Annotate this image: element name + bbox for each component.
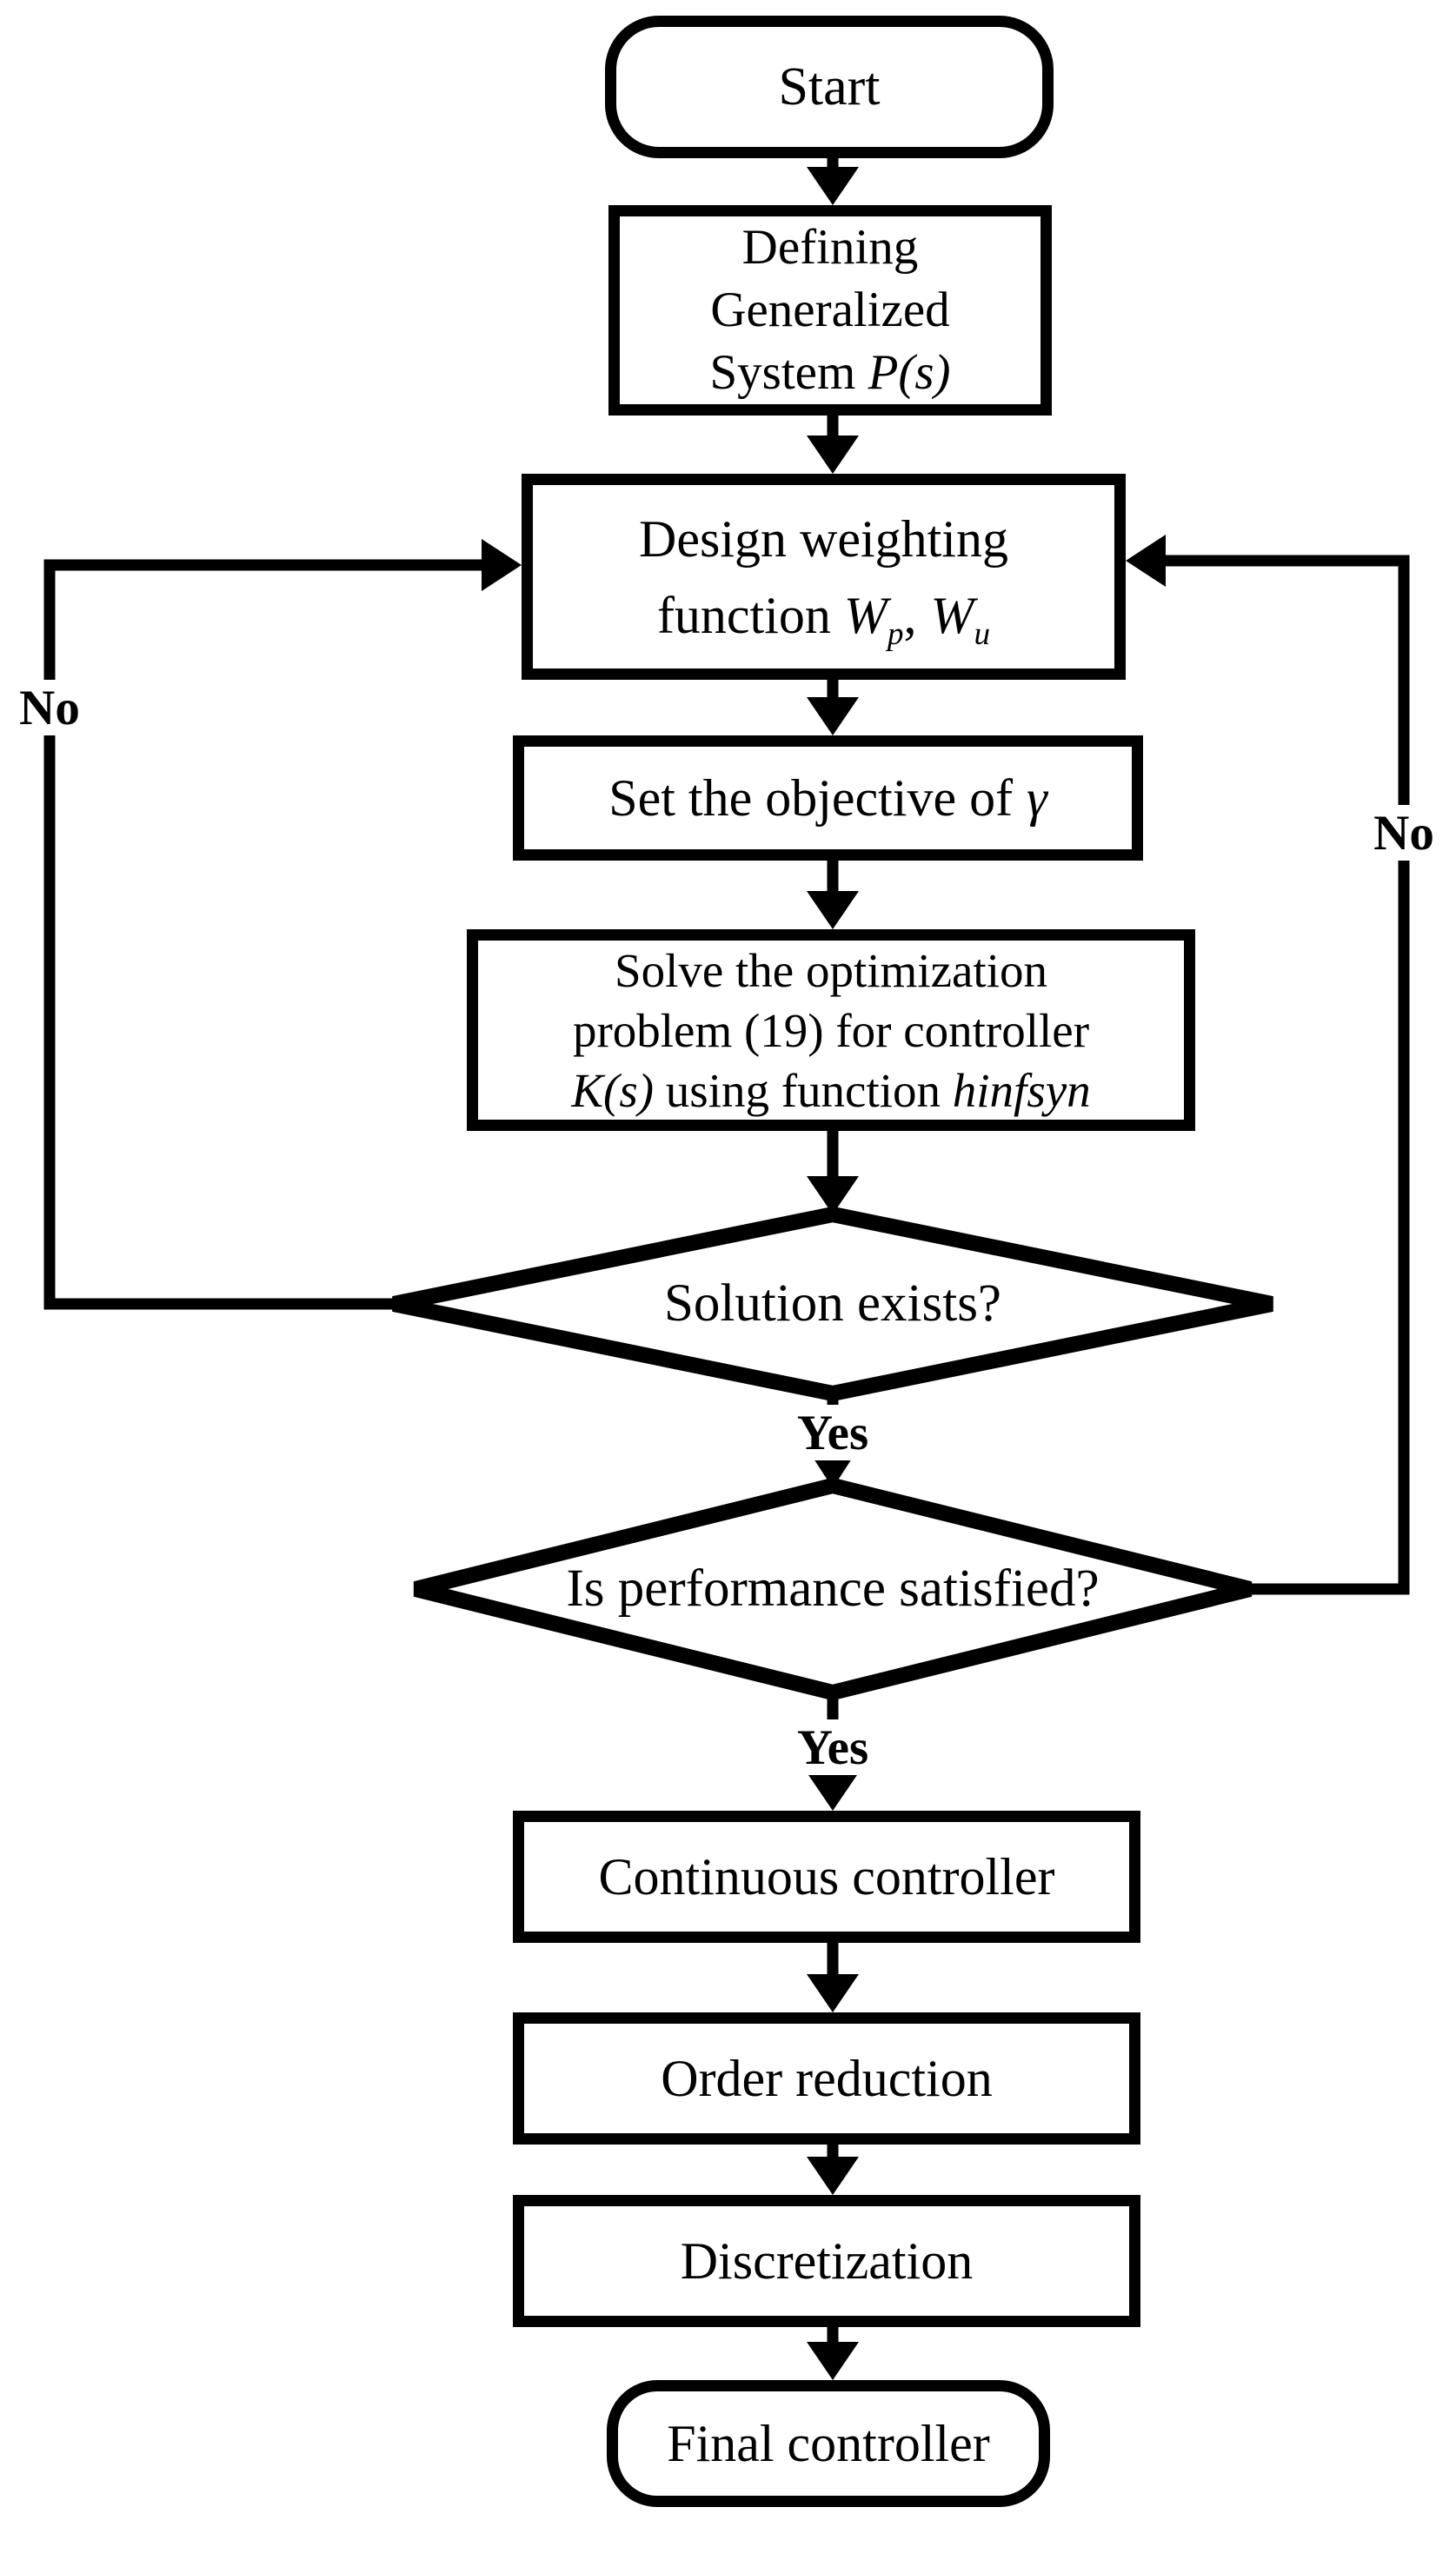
- yes-label-decision2-text: Yes: [796, 1719, 869, 1775]
- arrowhead-into-decision1: [807, 1176, 859, 1214]
- no-label-right-text: No: [1373, 805, 1434, 861]
- no-label-left-text: No: [19, 680, 80, 735]
- design-w1: W: [843, 586, 888, 644]
- order-reduction-node: Order reduction: [513, 2012, 1140, 2145]
- solve-optimization-node: Solve the optimization problem (19) for …: [467, 929, 1195, 1131]
- solve-line3: K(s) using function hinfsyn: [571, 1061, 1090, 1121]
- no-loop-right-lower-line: [1250, 861, 1410, 1595]
- arrowhead-into-decision2: [814, 1459, 852, 1488]
- arrowhead-into-solve: [807, 891, 859, 929]
- defining-system-node: Defining Generalized System P(s): [608, 205, 1052, 416]
- define-line2: Generalized: [710, 283, 950, 337]
- design-weighting-text: Design weighting function Wp,Wu: [639, 501, 1008, 654]
- solve-optimization-text: Solve the optimization problem (19) for …: [571, 941, 1090, 1121]
- start-label: Start: [778, 57, 881, 116]
- order-reduction-label: Order reduction: [661, 2049, 993, 2107]
- final-controller-label: Final controller: [667, 2414, 990, 2472]
- solve-hinfsyn-math: hinfsyn: [952, 1063, 1091, 1117]
- arrowhead-into-order: [807, 1974, 859, 2012]
- arrowhead-into-discretization: [807, 2157, 859, 2195]
- gamma-symbol: γ: [1027, 768, 1047, 827]
- final-controller-node: Final controller: [607, 2380, 1050, 2507]
- arrowhead-into-set: [807, 697, 859, 735]
- solve-ks-math: K(s): [571, 1063, 655, 1117]
- no-loop-left: [43, 559, 482, 1310]
- start-node: Start: [605, 16, 1054, 158]
- continuous-controller-label: Continuous controller: [598, 1847, 1055, 1905]
- yes-label-decision1-text: Yes: [796, 1405, 869, 1460]
- design-comma: ,: [903, 586, 917, 644]
- continuous-controller-node: Continuous controller: [513, 1811, 1140, 1943]
- performance-satisfied-diamond-shape: [413, 1477, 1253, 1701]
- solution-exists-label: Solution exists?: [663, 1274, 1002, 1333]
- define-line3-pre: System: [709, 345, 868, 400]
- design-w2: W: [930, 586, 974, 644]
- solve-line1: Solve the optimization: [615, 943, 1047, 997]
- discretization-node: Discretization: [513, 2195, 1140, 2327]
- define-line1: Defining: [741, 220, 919, 275]
- define-line3-math: P(s): [868, 345, 951, 400]
- define-line3: System P(s): [709, 342, 950, 404]
- no-loop-right: [1166, 555, 1410, 1595]
- discretization-label: Discretization: [680, 2231, 974, 2290]
- no-loop-left-upper-line: [43, 559, 482, 683]
- design-weighting-node: Design weighting function Wp,Wu: [522, 474, 1126, 680]
- yes-label-decision2: Yes: [746, 1719, 920, 1775]
- design-w2-subscript: u: [974, 615, 991, 652]
- design-line2-pre: function: [656, 586, 844, 644]
- solve-line3-mid: using function: [654, 1063, 953, 1117]
- set-objective-pre: Set the objective of: [608, 768, 1014, 827]
- no-label-left: No: [2, 680, 97, 735]
- performance-satisfied-label: Is performance satisfied?: [566, 1559, 1100, 1618]
- solve-line2: problem (19) for controller: [572, 1003, 1090, 1057]
- defining-system-text: Defining Generalized System P(s): [709, 216, 950, 404]
- arrowheads: [482, 167, 1166, 2380]
- arrowhead-no-left-into-design: [482, 539, 522, 591]
- design-w1-subscript: p: [887, 615, 904, 652]
- arrowhead-into-final: [807, 2342, 859, 2380]
- arrowhead-no-right-into-design: [1126, 535, 1166, 587]
- solution-exists-decision: Solution exists?: [394, 1255, 1272, 1353]
- arrowhead-into-continuous: [807, 1772, 859, 1811]
- design-line2: function Wp,Wu: [639, 577, 1008, 654]
- arrowhead-into-design: [807, 436, 859, 474]
- design-line1: Design weighting: [639, 509, 1008, 568]
- arrowhead-into-define: [807, 167, 859, 205]
- solution-exists-diamond-shape: [392, 1206, 1273, 1402]
- performance-satisfied-decision: Is performance satisfied?: [416, 1540, 1250, 1638]
- yes-label-decision1: Yes: [746, 1405, 920, 1460]
- no-label-right: No: [1356, 805, 1452, 861]
- no-loop-right-upper-line: [1166, 555, 1410, 808]
- no-loop-left-lower-line: [43, 732, 394, 1310]
